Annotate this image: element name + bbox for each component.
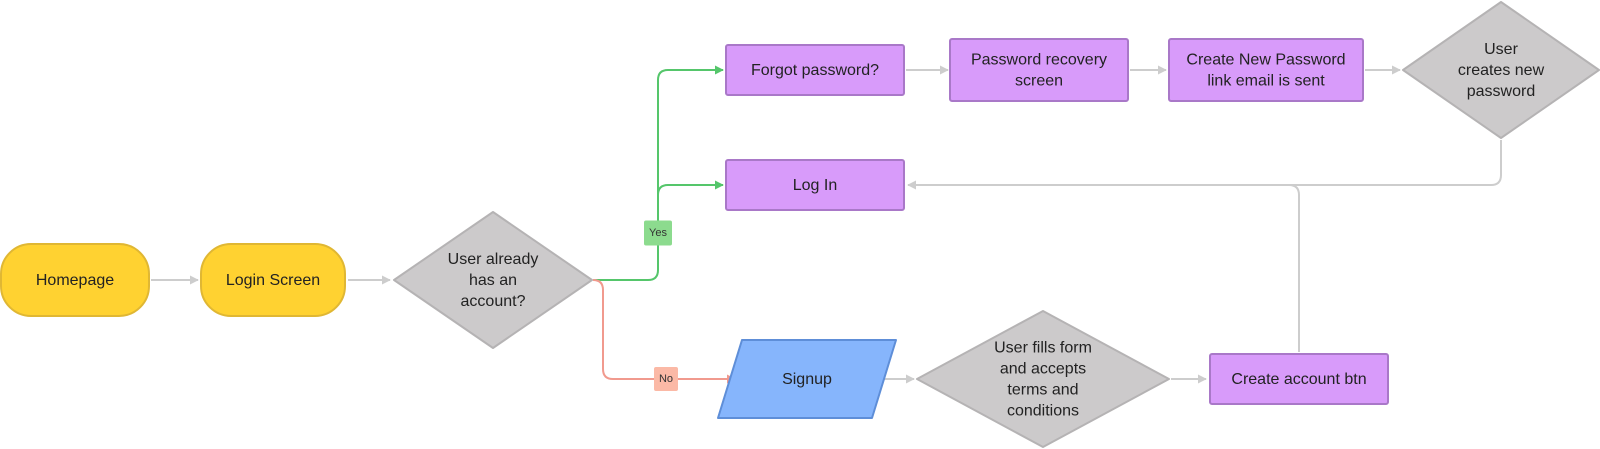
node-shape-io — [717, 339, 897, 419]
node-shape-process — [1168, 38, 1364, 102]
node-label: Create account btn — [1231, 371, 1366, 388]
node-label: Homepage — [36, 272, 114, 289]
edge-has-account-to-log-in — [657, 180, 724, 205]
node-create-account-btn[interactable]: Create account btn — [1209, 353, 1389, 405]
edge-label-no: No — [654, 367, 678, 391]
edge-label-yes: Yes — [644, 220, 672, 246]
svg-text:No: No — [659, 373, 673, 385]
node-log-in[interactable]: Log In — [725, 159, 905, 211]
node-shape-terminal — [200, 243, 346, 317]
node-label: Forgot password? — [751, 62, 879, 79]
node-homepage[interactable]: Homepage — [0, 243, 150, 317]
edge-creates-password-to-log-in — [907, 140, 1502, 190]
node-shape-decision — [393, 211, 593, 349]
node-shape-process — [949, 38, 1129, 102]
node-login-screen[interactable]: Login Screen — [200, 243, 346, 317]
node-label: Signup — [782, 371, 832, 388]
node-shape-process — [725, 159, 905, 211]
svg-text:Yes: Yes — [649, 227, 667, 239]
node-forgot-password[interactable]: Forgot password? — [725, 44, 905, 96]
edges-layer — [151, 65, 1502, 384]
node-label: Log In — [793, 177, 837, 194]
node-signup[interactable]: Signup — [717, 339, 897, 419]
edge-create-account-btn-to-log-in — [1288, 184, 1300, 352]
node-shape-process — [725, 44, 905, 96]
edge-has-account-to-forgot-password — [593, 65, 724, 281]
node-shape-decision — [1402, 1, 1600, 139]
node-shape-process — [1209, 353, 1389, 405]
node-shape-terminal — [0, 243, 150, 317]
node-label: Login Screen — [226, 272, 320, 289]
edge-has-account-to-signup — [592, 279, 736, 384]
node-shape-decision — [916, 310, 1170, 448]
